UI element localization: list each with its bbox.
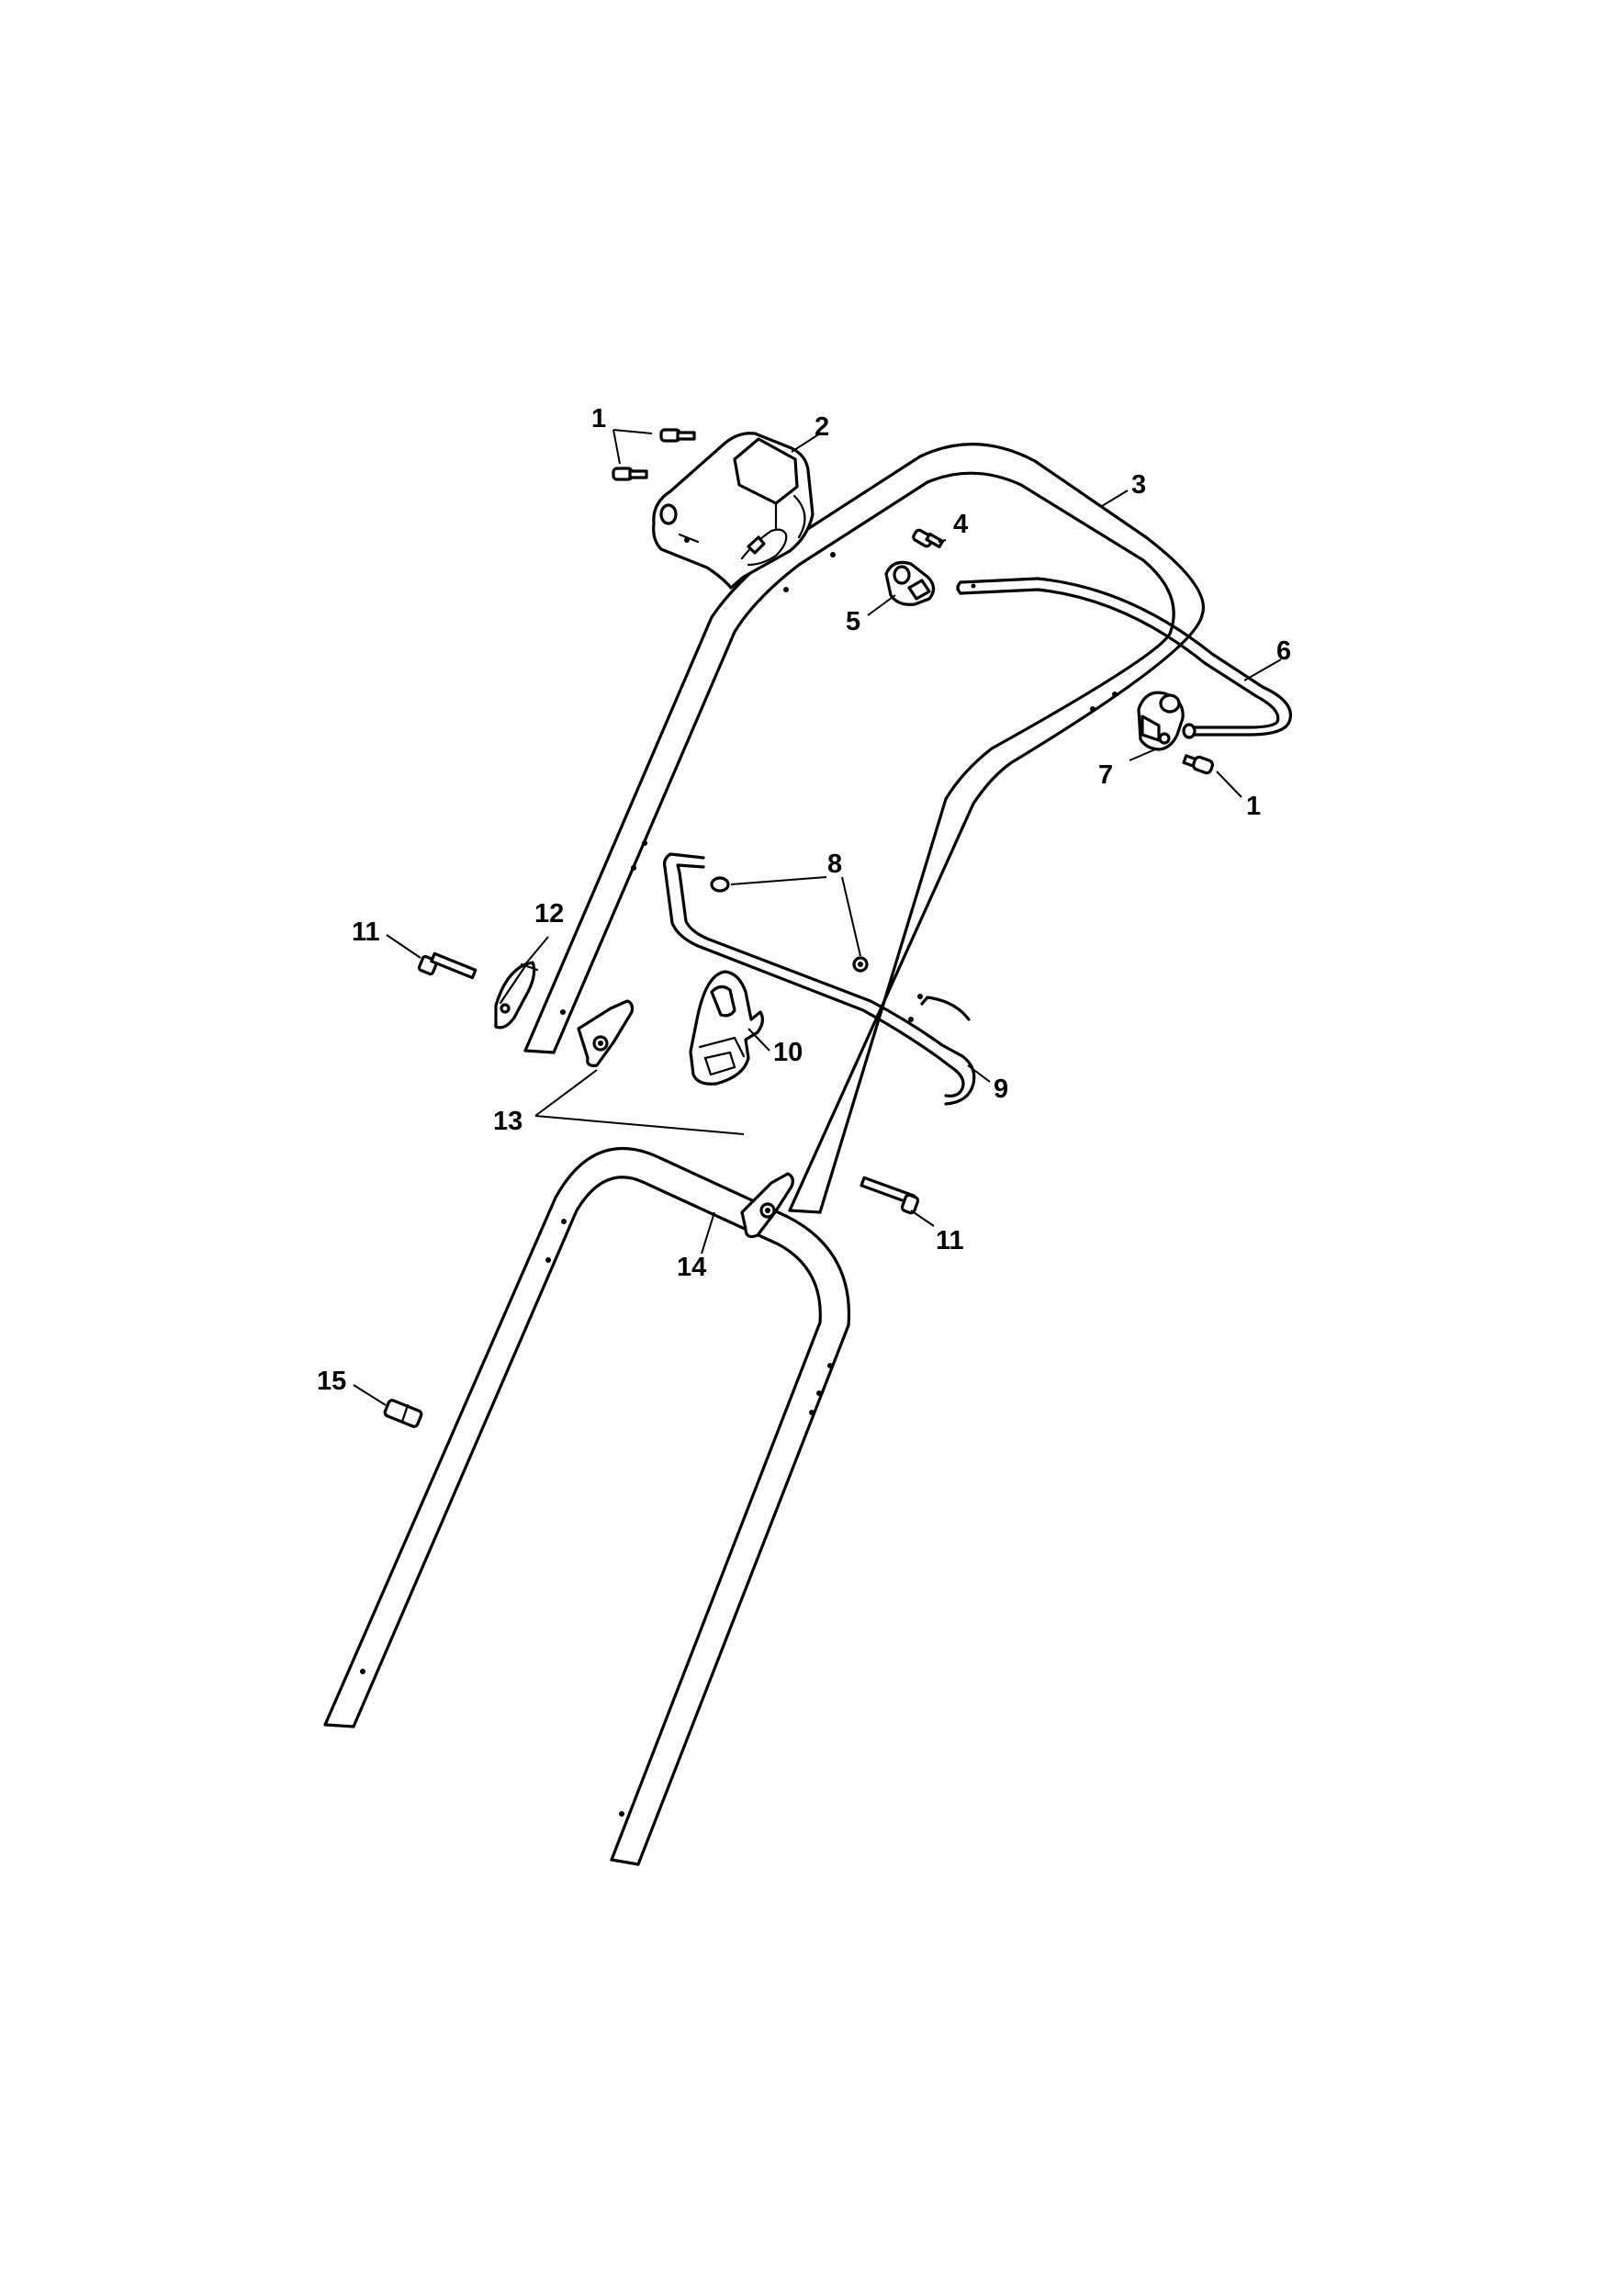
bolt-part-11a — [417, 951, 478, 980]
screw-part-1c — [1182, 754, 1214, 775]
clip-part-7 — [1137, 691, 1185, 751]
washer-part-8b — [852, 956, 869, 973]
callout-labels: 1 2 3 4 5 6 7 1 8 11 12 10 9 13 11 14 15 — [317, 404, 1291, 1396]
callout-1-right: 1 — [1246, 792, 1261, 821]
cover-housing-part — [652, 432, 815, 590]
callout-5: 5 — [846, 607, 860, 636]
rod-part-9 — [663, 852, 976, 1106]
knob-part-13a — [577, 999, 635, 1067]
callout-10: 10 — [773, 1038, 803, 1067]
screw-part-1b — [612, 467, 648, 481]
callout-3: 3 — [1131, 470, 1146, 500]
bolt-part-11b — [860, 1176, 920, 1215]
upper-handle-part — [523, 443, 1205, 1214]
clip-part-5 — [884, 560, 936, 606]
callout-13: 13 — [493, 1107, 522, 1136]
washer-part-8a — [710, 876, 730, 893]
callout-9: 9 — [994, 1075, 1008, 1104]
lower-handle-part — [323, 1146, 851, 1866]
screw-part-4 — [912, 528, 945, 549]
clamp-part-12 — [494, 961, 539, 1030]
callout-6: 6 — [1276, 636, 1291, 666]
callout-4: 4 — [953, 510, 968, 539]
callout-7: 7 — [1098, 760, 1113, 790]
callout-15: 15 — [317, 1367, 346, 1396]
callout-11-left: 11 — [352, 917, 380, 947]
callout-14: 14 — [677, 1253, 706, 1282]
callout-8: 8 — [827, 850, 842, 879]
callout-11-right: 11 — [936, 1226, 964, 1255]
screw-part-1a — [659, 428, 696, 443]
callout-12: 12 — [534, 899, 564, 929]
knob-part-13b — [740, 1172, 794, 1239]
plug-part-15 — [383, 1399, 423, 1428]
callout-2: 2 — [815, 412, 829, 442]
cable-guide-part-10 — [689, 970, 764, 1086]
callout-1-top: 1 — [591, 404, 606, 433]
leader-lines — [353, 429, 1282, 1406]
cable-part — [956, 577, 1292, 739]
